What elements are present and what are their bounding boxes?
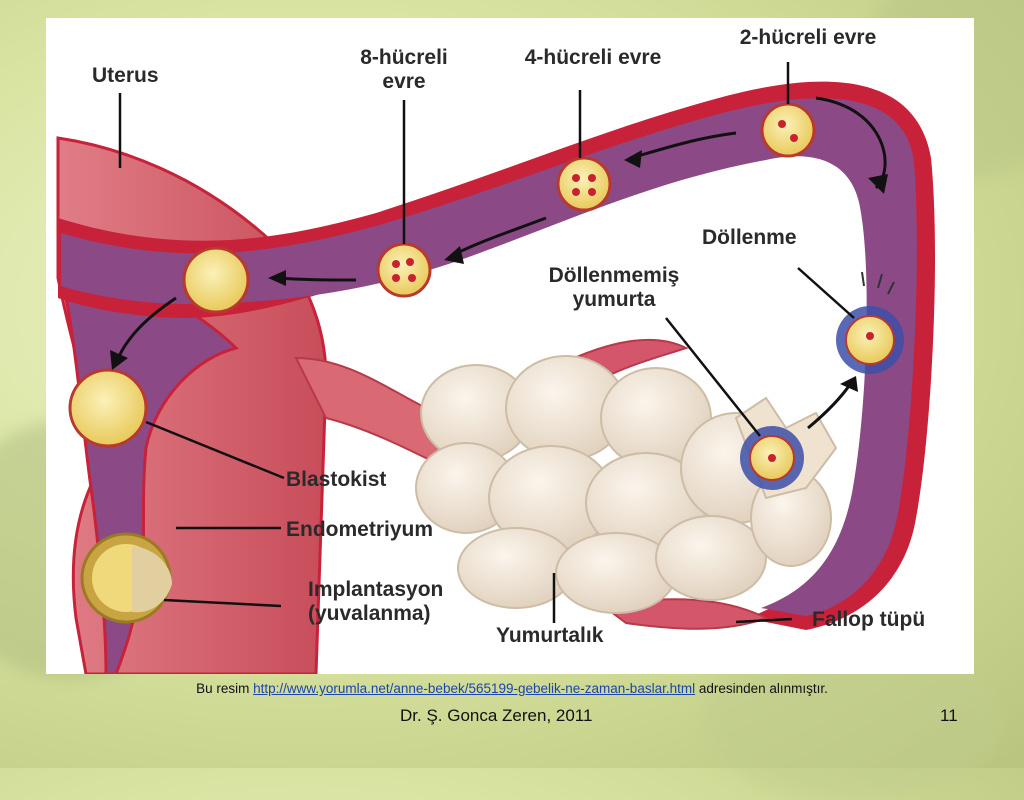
label-ovary: Yumurtalık <box>496 624 604 647</box>
fallopian-tube-lumen <box>61 98 917 616</box>
label-uterus: Uterus <box>92 64 159 87</box>
footer-author: Dr. Ş. Gonca Zeren, 2011 <box>400 706 593 725</box>
source-caption: Bu resim http://www.yorumla.net/anne-beb… <box>0 681 1024 696</box>
label-implantation-line1: Implantasyon <box>308 578 444 601</box>
arrow-heads <box>110 150 888 392</box>
label-four-cell-stage: 4-hücreli evre <box>524 46 662 69</box>
label-eight-cell-stage: 8-hücreli evre <box>344 46 464 94</box>
four-cell-stage <box>556 156 612 212</box>
label-two-cell-stage: 2-hücreli evre <box>739 26 877 49</box>
diagram-panel: Uterus 8-hücreli evre 4-hücreli evre 2-h… <box>46 18 974 674</box>
label-eight-cell-line1: 8-hücreli <box>360 46 448 69</box>
leader-lines <box>118 62 855 624</box>
two-cell-stage <box>760 102 816 158</box>
label-fertilization: Döllenme <box>702 226 797 249</box>
blastocyst-cell <box>68 368 148 448</box>
morula-cell <box>182 246 250 314</box>
caption-prefix: Bu resim <box>196 681 254 696</box>
unfertilized-egg <box>740 426 804 490</box>
caption-suffix: adresinden alınmıştır. <box>695 681 828 696</box>
label-unfertilized-line1: Döllenmemiş <box>548 264 680 287</box>
fertilized-egg <box>836 271 904 374</box>
source-link[interactable]: http://www.yorumla.net/anne-bebek/565199… <box>253 681 696 696</box>
implanted-blastocyst <box>80 532 172 624</box>
label-eight-cell-line2: evre <box>382 70 426 93</box>
label-fallopian-tube: Fallop tüpü <box>812 608 926 631</box>
reproduction-diagram <box>56 62 936 674</box>
label-implantation-line2: (yuvalanma) <box>308 602 431 625</box>
label-blastocyst: Blastokist <box>286 468 387 491</box>
label-implantation: Implantasyon (yuvalanma) <box>308 578 443 626</box>
label-unfertilized-line2: yumurta <box>572 288 656 311</box>
label-endometrium: Endometriyum <box>286 518 434 541</box>
label-unfertilized-egg: Döllenmemiş yumurta <box>534 264 694 312</box>
eight-cell-stage <box>376 242 432 298</box>
footer-page-number: 11 <box>940 706 958 725</box>
